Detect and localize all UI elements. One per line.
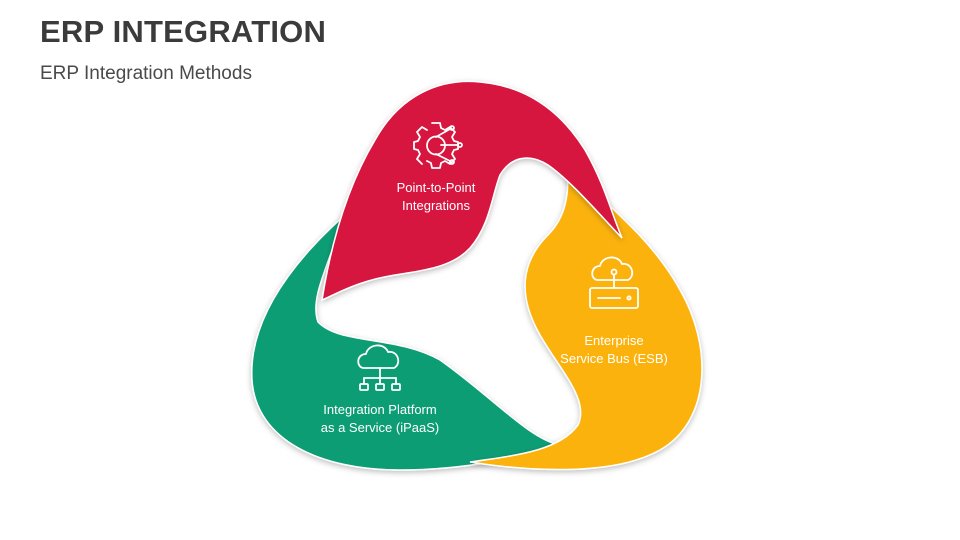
segment-esb-label-line2: Service Bus (ESB) <box>560 351 668 366</box>
segment-esb-shape <box>469 162 703 471</box>
page-subtitle: ERP Integration Methods <box>40 63 252 84</box>
segment-point-to-point-label-line1: Point-to-Point <box>397 180 476 195</box>
cloud-server-icon <box>589 256 639 309</box>
page-title: ERP INTEGRATION <box>40 14 327 49</box>
segment-point-to-point-label-line2: Integrations <box>402 198 470 213</box>
segment-ipaas-label-line2: as a Service (iPaaS) <box>321 420 440 435</box>
segment-esb-label-line1: Enterprise <box>584 333 643 348</box>
segment-point-to-point-shape <box>321 80 623 302</box>
gear-circuit-icon <box>413 122 463 169</box>
segment-ipaas-label-line1: Integration Platform <box>323 402 436 417</box>
cloud-network-icon <box>357 344 401 391</box>
